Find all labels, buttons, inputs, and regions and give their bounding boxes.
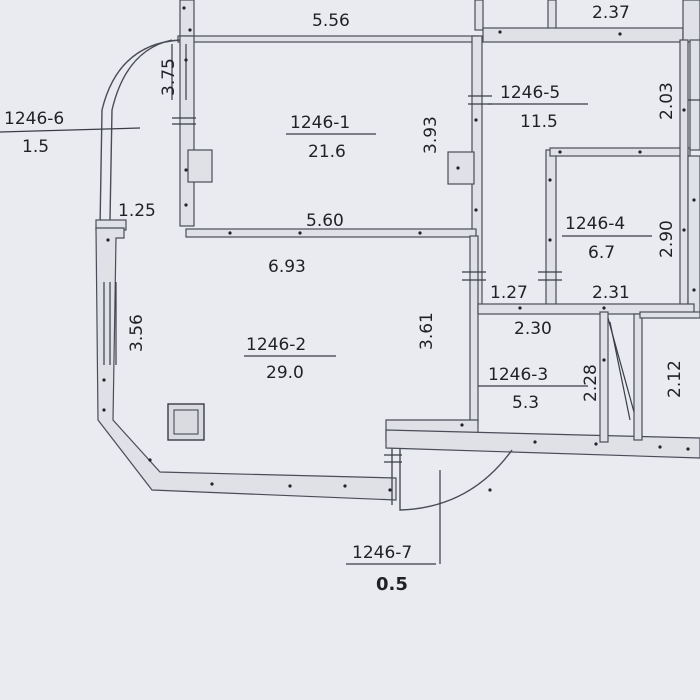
dim-corridor-width: 1.27 [490,283,528,303]
dimension-labels: 5.56 2.37 5.60 1.25 6.93 1.27 2.31 2.30 … [118,3,685,402]
room-4-area: 6.7 [588,243,615,263]
room-3-id: 1246-3 [488,365,548,385]
dim-room2-width: 6.93 [268,257,306,277]
dim-room1-height: 3.93 [421,116,441,154]
room-6-id: 1246-6 [4,109,64,129]
dim-room4-width: 2.31 [592,283,630,303]
room-7-id: 1246-7 [352,543,412,563]
room-3-area: 5.3 [512,393,539,413]
dim-room3-width: 2.30 [514,319,552,339]
room-labels: 1246-6 1.5 1246-1 21.6 1246-2 29.0 1246-… [4,83,625,595]
dim-room6-width: 1.25 [118,201,156,221]
dim-top-room-width: 5.56 [312,11,350,31]
room-5-id: 1246-5 [500,83,560,103]
dim-room5-height: 2.03 [657,82,677,120]
leader-lines [0,103,652,565]
walls [95,0,700,511]
room-4-id: 1246-4 [565,214,625,234]
dim-room4-height: 2.90 [657,220,677,258]
dim-room2-height-right: 3.61 [417,312,437,350]
dim-room2-height-left: 3.56 [127,314,147,352]
room-2-area: 29.0 [266,363,304,383]
dim-room3-height: 2.28 [581,364,601,402]
dim-right-room-height: 2.12 [665,360,685,398]
room-6-area: 1.5 [22,137,49,157]
room-1-id: 1246-1 [290,113,350,133]
room-7-area: 0.5 [376,574,408,595]
room-5-area: 11.5 [520,112,558,132]
room-2-id: 1246-2 [246,335,306,355]
dim-top-right-width: 2.37 [592,3,630,23]
room-1-area: 21.6 [308,142,346,162]
wall-dots [102,6,696,492]
dim-room6-height: 3.75 [159,58,179,96]
dim-room1-width: 5.60 [306,211,344,231]
